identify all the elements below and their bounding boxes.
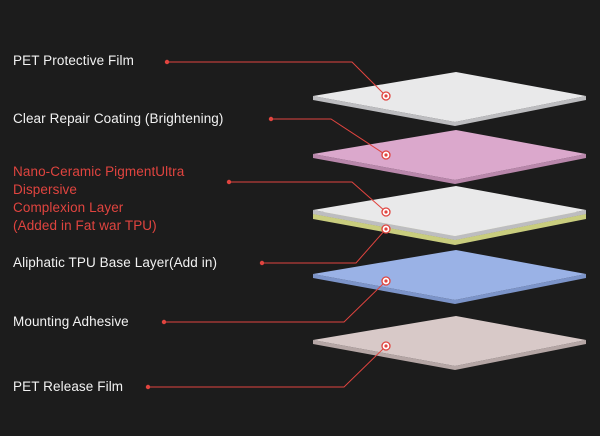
label-aliphatic-tpu-base-layer: Aliphatic TPU Base Layer(Add in) <box>13 255 218 270</box>
leader-dot-mounting <box>161 319 167 325</box>
target-marker-core-pet-protective <box>384 94 388 98</box>
label-nano-ceramic-layer: Nano-Ceramic PigmentUltra Dispersive Com… <box>13 164 185 233</box>
leader-line-mounting <box>164 280 387 323</box>
mounting-adhesive-plate <box>313 250 586 300</box>
leader-dot-aliphatic-tpu <box>259 260 265 266</box>
leader-dot-clear-repair <box>268 116 274 122</box>
pet-protective-film-plate <box>313 72 586 122</box>
leader-line-clear-repair <box>271 118 387 156</box>
label-pet-protective-film: PET Protective Film <box>13 53 134 68</box>
leader-line-pet-release <box>148 345 387 388</box>
nano-ceramic-layer-plate <box>313 186 586 236</box>
pet-release-film-plate <box>313 316 586 366</box>
leader-line-nano-ceramic <box>229 181 387 213</box>
leader-line-aliphatic-tpu <box>262 228 387 264</box>
label-mounting-adhesive: Mounting Adhesive <box>13 314 129 329</box>
label-clear-repair-coating: Clear Repair Coating (Brightening) <box>13 111 224 126</box>
target-marker-core-aliphatic-tpu <box>384 227 388 231</box>
aliphatic-tpu-base-edge <box>313 214 586 245</box>
target-marker-core-mounting <box>384 279 388 283</box>
label-pet-release-film: PET Release Film <box>13 379 124 394</box>
target-marker-core-clear-repair <box>384 153 388 157</box>
leader-dot-pet-protective <box>164 59 170 65</box>
leader-dot-nano-ceramic <box>226 179 232 185</box>
leader-dot-pet-release <box>145 384 151 390</box>
leader-line-pet-protective <box>167 61 387 97</box>
target-marker-core-pet-release <box>384 344 388 348</box>
clear-repair-coating-plate <box>313 130 586 180</box>
target-marker-core-nano-ceramic <box>384 210 388 214</box>
